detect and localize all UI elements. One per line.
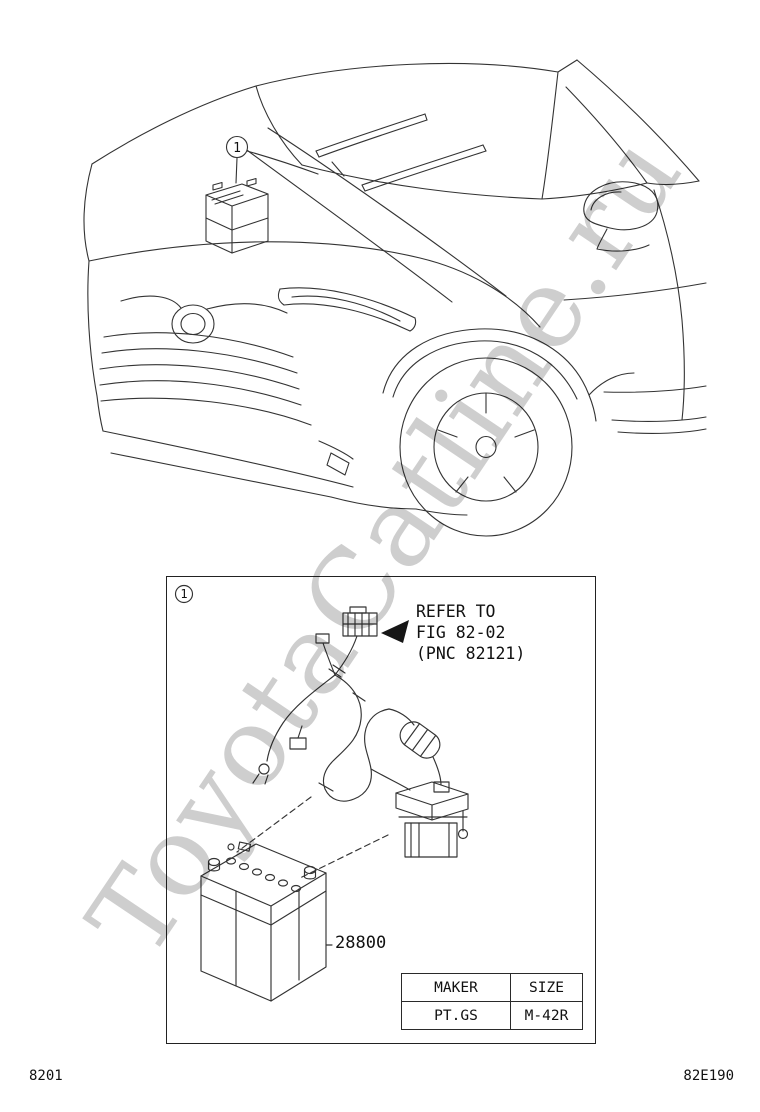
part-number-label: 28800: [335, 933, 387, 953]
detail-callout-circle: [174, 584, 194, 604]
harness-wires: [252, 633, 450, 802]
refer-note-line1: REFER TO: [416, 602, 496, 621]
harness-connector: [342, 606, 378, 637]
spec-table-header-maker: MAKER: [401, 973, 511, 1002]
battery-detail-illustration: [200, 841, 327, 1002]
battery-bracket: [395, 781, 469, 858]
spec-table: MAKER SIZE PT.GS M-42R: [401, 973, 583, 1030]
detail-box: 1 REFER TO FIG 82-02 (PNC 82121) 28800 M…: [166, 576, 596, 1044]
spec-table-header-size: SIZE: [510, 973, 583, 1002]
refer-arrow-icon: [381, 620, 409, 643]
spec-table-header-row: MAKER SIZE: [401, 973, 583, 1002]
spec-table-cell-size: M-42R: [510, 1001, 583, 1030]
car-illustration: 1: [83, 59, 707, 537]
page-code: 8201: [29, 1068, 63, 1084]
callout-1: [225, 135, 319, 184]
assembly-guide-lines: [236, 796, 389, 879]
refer-note-line2: FIG 82-02: [416, 623, 506, 642]
harness-illustration: 1: [174, 584, 469, 1002]
refer-note: REFER TO FIG 82-02 (PNC 82121): [416, 601, 525, 664]
detail-callout-number: 1: [180, 587, 187, 601]
front-wheel: [399, 357, 573, 537]
spec-table-data-row: PT.GS M-42R: [401, 1001, 583, 1030]
spec-table-cell-maker: PT.GS: [401, 1001, 511, 1030]
fusible-link: [399, 721, 441, 759]
side-mirror: [583, 181, 659, 252]
refer-note-line3: (PNC 82121): [416, 644, 526, 663]
figure-code: 82E190: [683, 1068, 734, 1084]
hood-battery-illustration: [205, 177, 269, 254]
callout-number: 1: [233, 141, 241, 156]
brand-emblem: [171, 304, 215, 344]
car-body-outline: [83, 59, 707, 537]
